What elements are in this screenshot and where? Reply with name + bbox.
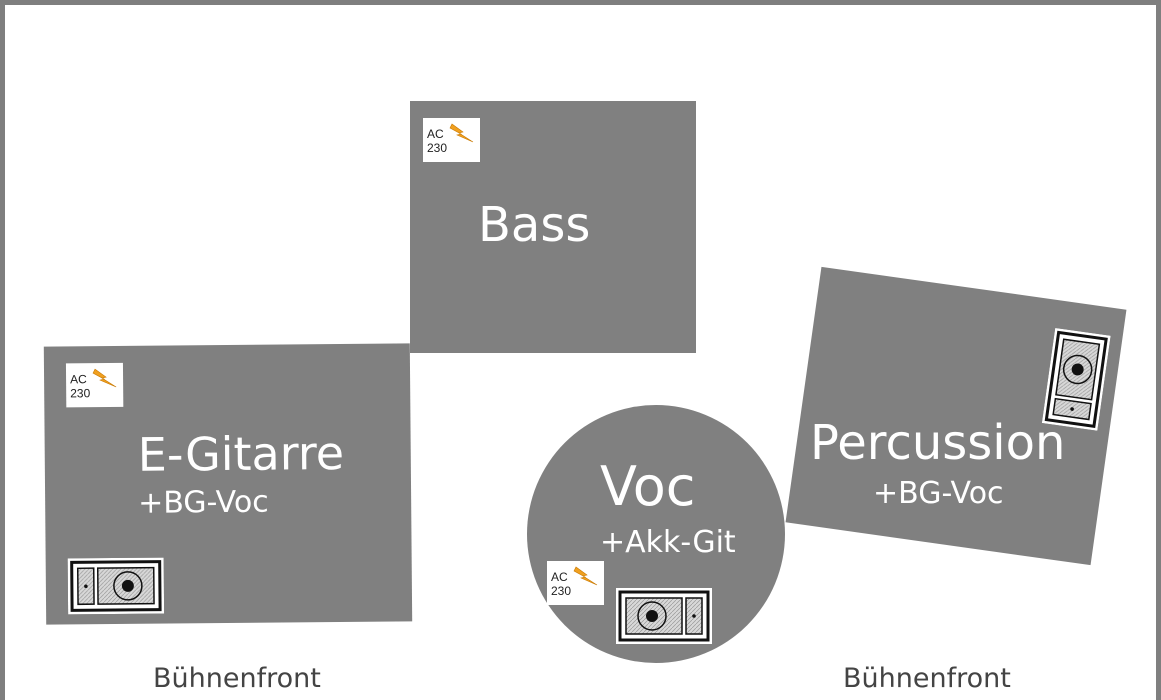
stage-front-label-right: Bühnenfront bbox=[843, 663, 1011, 694]
lightning-bolt-icon bbox=[573, 566, 598, 586]
power-outlet-icon: AC 230 bbox=[547, 561, 604, 605]
percussion-subtitle: +BG-Voc bbox=[873, 476, 1004, 511]
stage-front-label-left: Bühnenfront bbox=[153, 663, 321, 694]
outlet-label-voltage: 230 bbox=[70, 386, 91, 401]
wedge-monitor-icon bbox=[616, 588, 712, 644]
outlet-label-ac: AC bbox=[70, 372, 87, 387]
lightning-bolt-icon bbox=[449, 123, 474, 143]
power-outlet-icon: AC 230 bbox=[65, 362, 124, 408]
outlet-label-ac: AC bbox=[427, 127, 444, 141]
vocals-title: Voc bbox=[600, 455, 696, 518]
bass-title: Bass bbox=[478, 197, 591, 253]
bass-zone: AC 230 Bass bbox=[410, 101, 696, 353]
guitar-subtitle: +BG-Voc bbox=[138, 484, 269, 521]
wedge-monitor-icon bbox=[67, 557, 165, 615]
outlet-label-ac: AC bbox=[551, 570, 568, 584]
percussion-zone bbox=[785, 266, 1127, 566]
power-outlet-icon: AC 230 bbox=[423, 118, 480, 162]
vocals-zone: Voc +Akk-Git AC 230 bbox=[527, 405, 785, 663]
guitar-zone: AC 230 E-Gitarre +BG-Voc bbox=[43, 343, 413, 625]
percussion-title: Percussion bbox=[810, 415, 1066, 471]
outlet-label-voltage: 230 bbox=[427, 141, 448, 155]
vocals-subtitle: +Akk-Git bbox=[600, 525, 736, 560]
lightning-bolt-icon bbox=[92, 368, 117, 388]
guitar-title: E-Gitarre bbox=[137, 425, 345, 482]
speaker-cabinet-icon bbox=[1041, 327, 1111, 431]
outlet-label-voltage: 230 bbox=[551, 584, 572, 598]
